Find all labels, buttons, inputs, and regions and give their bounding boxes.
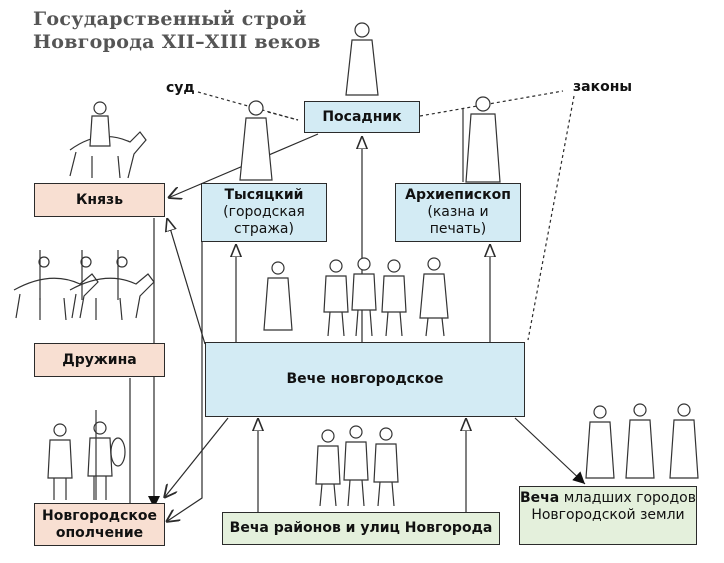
node-posadnik-label: Посадник	[322, 108, 402, 125]
node-archbishop-note: (казна и печать)	[427, 204, 489, 237]
node-posadnik: Посадник	[304, 101, 420, 133]
veche-people-figures-icon	[263, 257, 449, 337]
court-dashed-line	[197, 91, 299, 121]
node-district-veche-label: Веча районов и улиц Новгорода	[229, 520, 493, 536]
posadnik-figure-icon	[345, 22, 379, 96]
node-militia: Новгородское ополчение	[34, 503, 165, 546]
druzhina-horsemen-icon	[13, 250, 155, 321]
node-veche-label: Вече новгородское	[286, 371, 444, 387]
node-druzhina: Дружина	[34, 343, 165, 377]
node-veche: Вече новгородское	[205, 342, 525, 417]
title-line-2: Новгорода XII–XIII веков	[33, 31, 321, 53]
label-court: суд	[166, 80, 195, 96]
diagram-title: Государственный строй Новгорода XII–XIII…	[33, 8, 321, 54]
district-people-figures-icon	[315, 425, 399, 507]
edge-veche-prince	[167, 218, 206, 345]
laws-dashed-line	[419, 90, 564, 117]
court-official-figure-icon	[239, 100, 273, 181]
prince-horseman-icon	[69, 101, 147, 179]
node-tysyatsky: Тысяцкий (городская стража)	[201, 183, 327, 242]
node-tysyatsky-note: (городская стража)	[223, 204, 305, 237]
node-towns-veche-rest: младших городов Новгородской земли	[531, 490, 696, 523]
edge-veche-militia	[164, 417, 229, 498]
node-militia-label: Новгородское ополчение	[42, 507, 157, 541]
node-prince-label: Князь	[75, 191, 124, 208]
node-towns-veche: Веча младших городов Новгородской земли	[519, 486, 697, 545]
title-line-1: Государственный строй	[33, 8, 307, 30]
node-towns-veche-title: Веча	[520, 490, 560, 506]
node-prince: Князь	[34, 183, 165, 217]
node-archbishop: Архиепископ (казна и печать)	[395, 183, 521, 242]
label-laws: законы	[573, 79, 633, 95]
edge-veche-towns	[514, 417, 586, 485]
node-druzhina-label: Дружина	[62, 351, 137, 368]
node-archbishop-title: Архиепископ	[405, 187, 511, 203]
archbishop-figure-icon	[462, 96, 501, 183]
towns-people-figures-icon	[585, 403, 699, 479]
edge-tysyatsky-militia	[166, 226, 203, 522]
militia-figures-icon	[47, 410, 126, 500]
node-district-veche: Веча районов и улиц Новгорода	[222, 512, 500, 545]
figure-illustrations	[13, 22, 699, 507]
node-tysyatsky-title: Тысяцкий	[224, 187, 304, 203]
